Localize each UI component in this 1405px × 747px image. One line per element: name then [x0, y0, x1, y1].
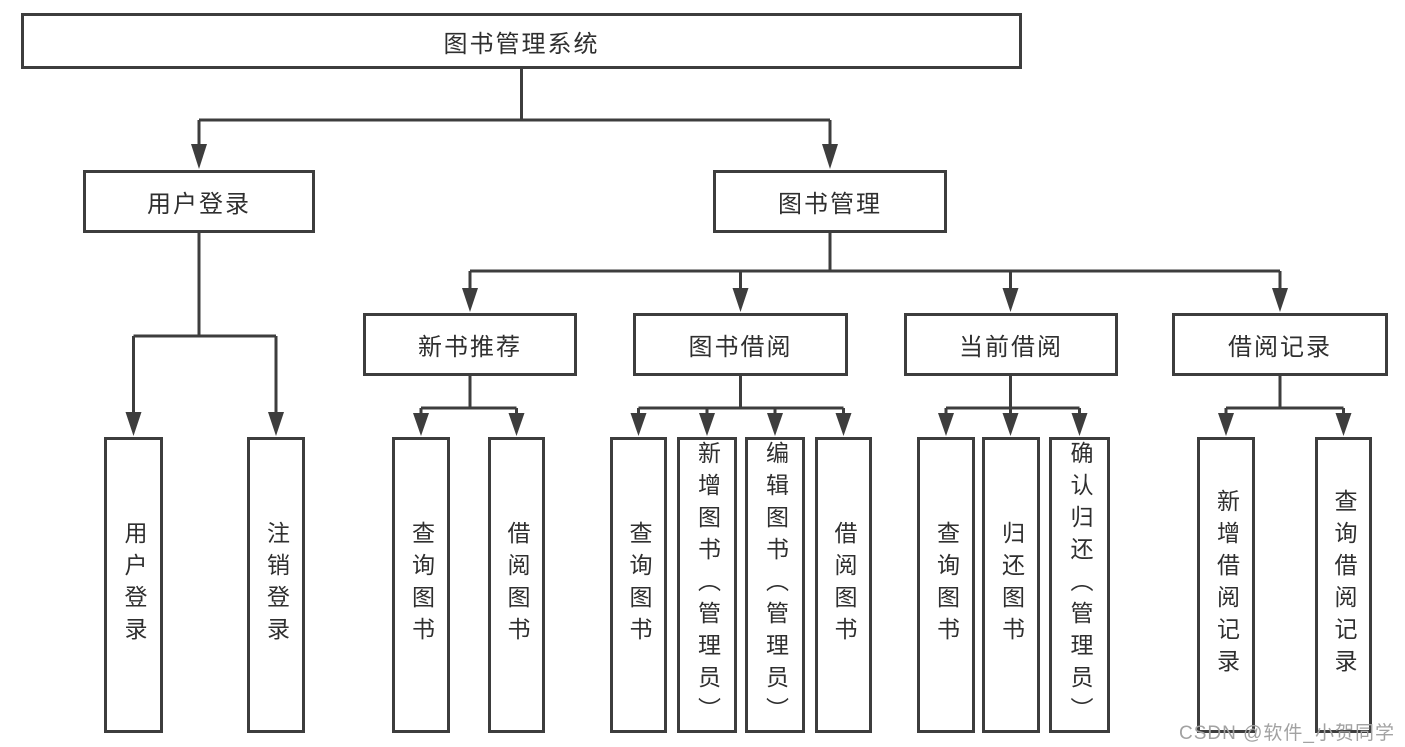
leaf-label: 借阅图书	[831, 521, 857, 649]
leaf-borrow-query-book: 查询图书	[610, 437, 667, 733]
leaf-label: 查询图书	[626, 521, 652, 649]
leaf-label: 注销登录	[263, 521, 290, 649]
connector-user-login	[125, 233, 284, 436]
leaf-user-login: 用户登录	[104, 437, 163, 733]
leaf-borrow-add-book-admin: 新增图书（管理员）	[677, 437, 737, 733]
leaf-current-return-book: 归还图书	[982, 437, 1040, 733]
leaf-label: 新增图书（管理员）	[694, 441, 721, 729]
leaf-label: 归还图书	[998, 521, 1025, 649]
node-borrow-records: 借阅记录	[1172, 313, 1388, 376]
leaf-current-query-book: 查询图书	[917, 437, 975, 733]
leaf-borrow-borrow-book: 借阅图书	[815, 437, 872, 733]
watermark: CSDN @软件_小贺同学	[1179, 723, 1395, 744]
connector-new-book-recommend	[413, 376, 525, 436]
leaf-label: 借阅图书	[504, 521, 530, 649]
leaf-logout-login: 注销登录	[247, 437, 305, 733]
leaf-records-add-record: 新增借阅记录	[1197, 437, 1255, 733]
node-book-management: 图书管理	[713, 170, 947, 233]
connector-book-borrow	[630, 376, 852, 436]
node-root: 图书管理系统	[21, 13, 1022, 69]
leaf-label: 查询借阅记录	[1331, 489, 1357, 681]
leaf-label: 新增借阅记录	[1213, 489, 1240, 681]
leaf-label: 用户登录	[121, 521, 147, 649]
connector-book-management	[462, 233, 1288, 312]
leaf-current-confirm-return-admin: 确认归还（管理员）	[1049, 437, 1110, 733]
leaf-label: 编辑图书（管理员）	[762, 441, 789, 729]
leaf-label: 确认归还（管理员）	[1067, 441, 1093, 729]
connector-borrow-records	[1218, 376, 1352, 436]
node-user-login: 用户登录	[83, 170, 315, 233]
leaf-label: 查询图书	[933, 521, 960, 649]
leaf-borrow-edit-book-admin: 编辑图书（管理员）	[745, 437, 805, 733]
leaf-recommend-query-book: 查询图书	[392, 437, 450, 733]
node-current-borrow: 当前借阅	[904, 313, 1118, 376]
node-book-borrow: 图书借阅	[633, 313, 848, 376]
connector-current-borrow	[938, 376, 1088, 436]
leaf-records-query-record: 查询借阅记录	[1315, 437, 1372, 733]
leaf-label: 查询图书	[408, 521, 435, 649]
connector-root	[191, 69, 838, 169]
node-new-book-recommend: 新书推荐	[363, 313, 577, 376]
leaf-recommend-borrow-book: 借阅图书	[488, 437, 545, 733]
